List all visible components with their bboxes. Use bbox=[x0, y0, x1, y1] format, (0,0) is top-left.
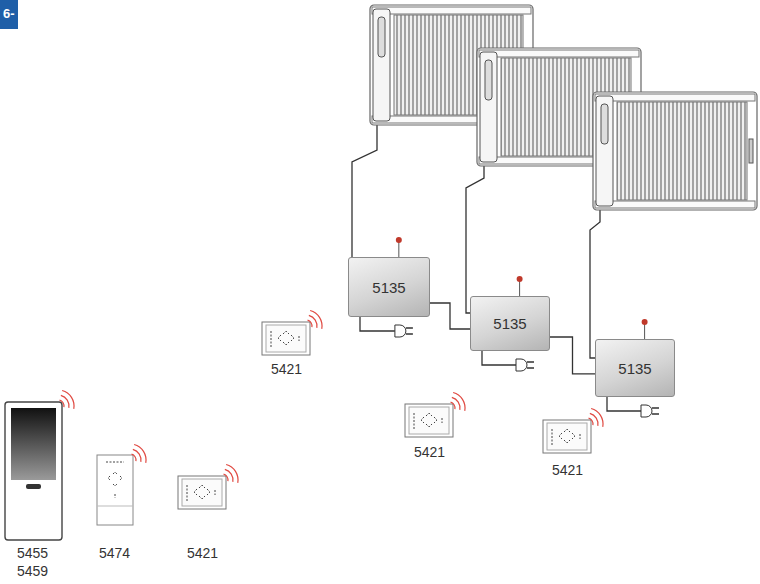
roller-blind bbox=[593, 92, 757, 210]
remote-divider bbox=[97, 506, 133, 507]
bus-wire bbox=[550, 337, 595, 374]
bus-wire bbox=[430, 303, 470, 329]
blind-housing bbox=[596, 96, 613, 206]
radio-waves bbox=[224, 465, 238, 483]
power-plug bbox=[641, 405, 659, 417]
model-number: 5135 bbox=[372, 279, 405, 296]
antenna bbox=[519, 280, 520, 296]
radio-waves bbox=[308, 311, 322, 329]
radio-wave bbox=[451, 402, 455, 409]
radio-wave bbox=[590, 413, 598, 426]
antenna-tip bbox=[642, 319, 648, 325]
switch-plate bbox=[178, 476, 226, 509]
blind-top-rail bbox=[372, 7, 531, 14]
radio-wave bbox=[134, 445, 146, 463]
blind-top-rail bbox=[479, 50, 639, 57]
model-number: 5135 bbox=[493, 315, 526, 332]
antenna-tip bbox=[517, 276, 523, 282]
switch-plate bbox=[405, 404, 453, 437]
wire bbox=[466, 166, 484, 313]
blind-slats bbox=[617, 102, 747, 200]
radio-wave bbox=[132, 454, 136, 461]
radio-wave bbox=[60, 400, 64, 407]
switch-key bbox=[182, 479, 222, 506]
radio-wave bbox=[310, 311, 322, 329]
part-number: 5421 bbox=[187, 545, 218, 561]
antenna bbox=[644, 323, 645, 339]
radio-waves bbox=[589, 409, 603, 427]
switch-arrows bbox=[271, 331, 299, 347]
wall-switch bbox=[543, 420, 591, 453]
switch-arrows bbox=[552, 429, 580, 445]
receiver-box: 5135 bbox=[348, 257, 430, 317]
blind-frame bbox=[593, 92, 757, 210]
radio-wave bbox=[308, 320, 312, 327]
part-number: 5455 bbox=[17, 545, 48, 561]
remote-keys bbox=[106, 462, 124, 498]
blind-motor bbox=[601, 104, 608, 144]
radio-wave bbox=[226, 465, 238, 483]
part-number: 5421 bbox=[414, 444, 445, 460]
radio-wave bbox=[453, 393, 465, 411]
radio-wave bbox=[62, 391, 74, 409]
blind-housing bbox=[373, 9, 390, 121]
remote-screen bbox=[11, 408, 56, 480]
switch-arrows bbox=[414, 413, 442, 429]
radio-wave bbox=[591, 409, 603, 427]
plug-pins bbox=[527, 362, 534, 368]
receiver-box: 5135 bbox=[470, 296, 550, 351]
receiver-box: 5135 bbox=[595, 339, 675, 397]
handheld-remote bbox=[5, 402, 62, 540]
remote-body bbox=[5, 402, 62, 540]
part-number: 5421 bbox=[271, 361, 302, 377]
wire bbox=[352, 125, 377, 270]
radio-waves bbox=[60, 391, 74, 409]
radio-waves bbox=[132, 445, 146, 463]
radio-wave bbox=[309, 315, 317, 328]
blind-top-rail bbox=[595, 94, 755, 101]
remote-button bbox=[26, 484, 41, 489]
part-number: 5421 bbox=[552, 462, 583, 478]
switch-key bbox=[409, 407, 449, 434]
blind-bottom-rail bbox=[595, 201, 755, 208]
blind-motor bbox=[485, 60, 492, 100]
radio-wave bbox=[61, 395, 69, 408]
radio-wave bbox=[452, 397, 460, 410]
switch-plate bbox=[262, 322, 310, 355]
radio-wave bbox=[589, 418, 593, 425]
model-number: 5135 bbox=[618, 360, 651, 377]
plug-pins bbox=[406, 328, 413, 334]
wall-switch bbox=[405, 404, 453, 437]
radio-wave bbox=[133, 449, 141, 462]
antenna bbox=[398, 241, 399, 257]
wall-switch bbox=[262, 322, 310, 355]
switch-key bbox=[547, 423, 587, 450]
wire bbox=[590, 210, 606, 358]
antenna-tip bbox=[396, 237, 402, 243]
blind-motor bbox=[378, 17, 385, 57]
switch-key bbox=[266, 325, 306, 352]
switch-plate bbox=[543, 420, 591, 453]
power-plug bbox=[516, 359, 534, 371]
blind-housing bbox=[480, 52, 497, 162]
plug-body bbox=[395, 325, 406, 337]
key-remote bbox=[97, 455, 133, 525]
part-number: 5459 bbox=[17, 563, 48, 579]
figure-tag: 6- bbox=[0, 0, 18, 29]
blind-handle bbox=[749, 139, 753, 163]
remote-body bbox=[97, 455, 133, 525]
plug-pins bbox=[652, 408, 659, 414]
plug-body bbox=[516, 359, 527, 371]
radio-wave bbox=[225, 469, 233, 482]
switch-arrows bbox=[187, 485, 215, 501]
radio-waves bbox=[451, 393, 465, 411]
part-number: 5474 bbox=[99, 545, 130, 561]
radio-wave bbox=[224, 474, 228, 481]
power-plug bbox=[395, 325, 413, 337]
plug-body bbox=[641, 405, 652, 417]
wall-switch bbox=[178, 476, 226, 509]
